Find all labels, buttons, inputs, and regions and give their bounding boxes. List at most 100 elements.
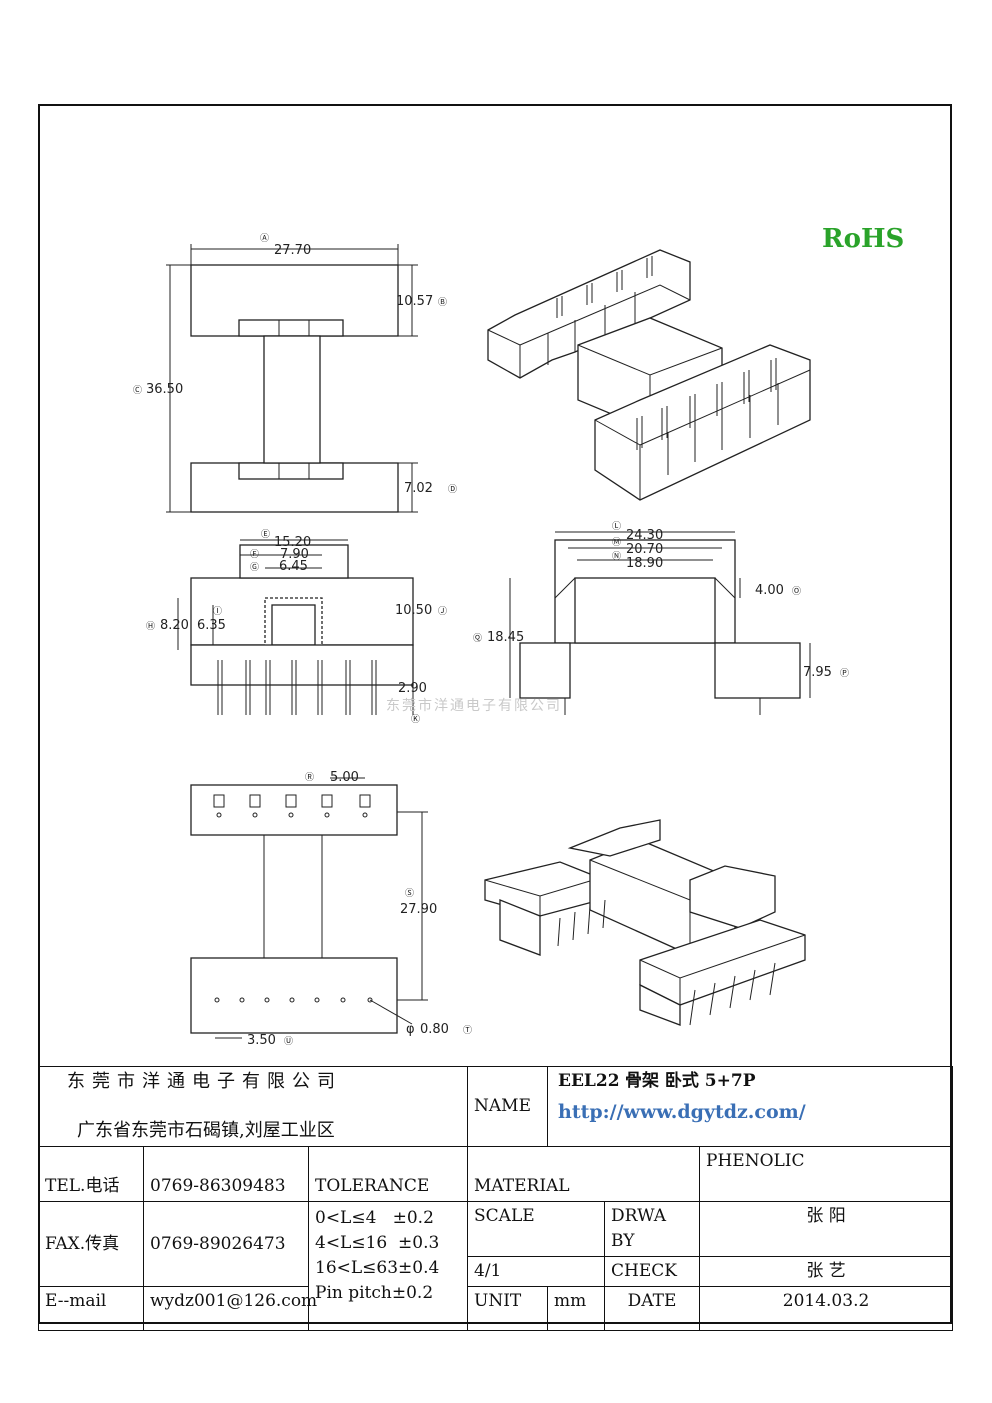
email-label-cell: E--mail bbox=[38, 1286, 144, 1331]
label-c: Ⓒ bbox=[133, 385, 142, 396]
dim-j-value: 10.50 bbox=[395, 603, 432, 618]
dim-k-value: 2.90 bbox=[398, 681, 427, 696]
label-t: Ⓣ bbox=[463, 1025, 472, 1036]
scale-value: 4/1 bbox=[474, 1261, 502, 1281]
technical-drawing: Ⓐ 27.70 10.57 Ⓑ Ⓒ 36.50 7.02 Ⓓ bbox=[133, 233, 849, 1048]
tolerance-row: 16<L≤63±0.4 bbox=[315, 1258, 440, 1278]
check-label-cell: CHECK bbox=[604, 1256, 701, 1287]
scale-label: SCALE bbox=[474, 1206, 535, 1226]
dim-n-value: 18.90 bbox=[626, 556, 663, 571]
unit-value-cell: mm bbox=[547, 1286, 606, 1331]
dim-d-value: 7.02 bbox=[404, 481, 433, 496]
side-view-left bbox=[177, 539, 414, 715]
label-f: Ⓕ bbox=[250, 549, 259, 560]
dim-i-value: 6.35 bbox=[197, 618, 226, 633]
tolerance-label-cell: TOLERANCE bbox=[307, 1146, 469, 1202]
end-view-right bbox=[509, 531, 811, 715]
bottom-view bbox=[190, 777, 428, 1039]
label-a: Ⓐ bbox=[260, 233, 269, 244]
date-value: 2014.03.2 bbox=[782, 1291, 870, 1311]
date-label: DATE bbox=[627, 1291, 677, 1311]
dim-f-value: 7.90 bbox=[280, 547, 309, 562]
drawn-label-line2: BY bbox=[611, 1231, 635, 1251]
material-label: MATERIAL bbox=[474, 1176, 570, 1196]
tolerance-row: 0<L≤4 ±0.2 bbox=[315, 1208, 434, 1228]
label-h: Ⓗ bbox=[146, 621, 155, 632]
name-value-cell: EEL22 骨架 卧式 5+7P http://www.dgytdz.com/ bbox=[547, 1066, 954, 1147]
fax-label-cell: FAX.传真 bbox=[38, 1201, 144, 1287]
dim-r-value: 5.00 bbox=[330, 770, 359, 785]
label-o: Ⓞ bbox=[792, 586, 801, 597]
date-value-cell: 2014.03.2 bbox=[699, 1286, 954, 1331]
tel-label-cell: TEL.电话 bbox=[38, 1146, 144, 1202]
dim-o-value: 4.00 bbox=[755, 583, 784, 598]
label-q: Ⓠ bbox=[473, 633, 482, 644]
fax-value: 0769-89026473 bbox=[150, 1233, 286, 1254]
unit-label-cell: UNIT bbox=[467, 1286, 549, 1331]
scale-label-cell: SCALE bbox=[467, 1201, 606, 1257]
website-link[interactable]: http://www.dgytdz.com/ bbox=[558, 1101, 806, 1123]
unit-label: UNIT bbox=[474, 1291, 522, 1311]
label-d: Ⓓ bbox=[448, 484, 457, 495]
drawn-value-cell: 张 阳 bbox=[699, 1201, 954, 1257]
dim-c-value: 36.50 bbox=[146, 382, 183, 397]
top-view bbox=[166, 244, 418, 513]
label-u: Ⓤ bbox=[284, 1036, 293, 1047]
email-value-cell: wydz001@126.com bbox=[143, 1286, 317, 1331]
company-cell: 东莞市洋通电子有限公司 广东省东莞市石碣镇,刘屋工业区 bbox=[37, 1066, 469, 1147]
tolerance-row: 4<L≤16 ±0.3 bbox=[315, 1233, 440, 1253]
dim-m-value: 20.70 bbox=[626, 542, 663, 557]
dim-u-value: 3.50 bbox=[247, 1033, 276, 1048]
label-j: Ⓙ bbox=[438, 606, 447, 617]
tolerance-row: Pin pitch±0.2 bbox=[315, 1283, 434, 1303]
dim-q-value: 18.45 bbox=[487, 630, 524, 645]
label-i: Ⓘ bbox=[213, 606, 222, 617]
email-value[interactable]: wydz001@126.com bbox=[150, 1291, 318, 1311]
label-m: Ⓜ bbox=[612, 537, 621, 548]
label-g: Ⓖ bbox=[250, 562, 259, 573]
label-n: Ⓝ bbox=[612, 551, 621, 562]
tel-label: TEL.电话 bbox=[45, 1176, 120, 1196]
dim-b-value: 10.57 bbox=[396, 294, 433, 309]
dim-t-prefix: φ bbox=[406, 1022, 415, 1037]
unit-value: mm bbox=[554, 1291, 587, 1311]
drawn-value: 张 阳 bbox=[806, 1206, 846, 1226]
scale-value-cell: 4/1 bbox=[467, 1256, 606, 1287]
fax-value-cell: 0769-89026473 bbox=[143, 1201, 309, 1287]
name-label: NAME bbox=[474, 1096, 531, 1116]
material-value: PHENOLIC bbox=[706, 1151, 805, 1171]
drawn-label-line1: DRWA bbox=[611, 1206, 666, 1226]
dim-a-value: 27.70 bbox=[274, 243, 311, 258]
dim-p-value: 7.95 bbox=[803, 665, 832, 680]
email-label: E--mail bbox=[45, 1291, 107, 1311]
dim-e-value: 15.20 bbox=[274, 535, 311, 550]
part-description: 骨架 卧式 5+7P bbox=[624, 1071, 756, 1091]
label-s: Ⓢ bbox=[405, 888, 414, 899]
watermark: 东莞市洋通电子有限公司 bbox=[386, 698, 562, 714]
tel-value-cell: 0769-86309483 bbox=[143, 1146, 309, 1202]
material-label-cell: MATERIAL bbox=[467, 1146, 701, 1202]
label-e: Ⓔ bbox=[261, 529, 270, 540]
company-address: 广东省东莞市石碣镇,刘屋工业区 bbox=[77, 1120, 335, 1141]
tolerance-values-cell: 0<L≤4 ±0.2 4<L≤16 ±0.3 16<L≤63±0.4 Pin p… bbox=[307, 1201, 469, 1331]
material-value-cell: PHENOLIC bbox=[699, 1146, 954, 1202]
label-k: Ⓚ bbox=[411, 714, 420, 725]
company-name: 东莞市洋通电子有限公司 bbox=[67, 1071, 342, 1092]
label-p: Ⓟ bbox=[840, 668, 849, 679]
isometric-view-top bbox=[487, 249, 811, 501]
label-b: Ⓑ bbox=[438, 297, 447, 308]
label-l: Ⓛ bbox=[612, 521, 621, 532]
dim-h-value: 8.20 bbox=[160, 618, 189, 633]
part-number: EEL22 bbox=[558, 1071, 620, 1091]
isometric-view-bottom bbox=[484, 819, 806, 1026]
rohs-mark: RoHS bbox=[822, 224, 905, 254]
check-label: CHECK bbox=[611, 1261, 677, 1281]
tel-value: 0769-86309483 bbox=[150, 1176, 286, 1196]
title-block: 东莞市洋通电子有限公司 广东省东莞市石碣镇,刘屋工业区 NAME EEL22 骨… bbox=[37, 1066, 954, 1331]
check-value-cell: 张 艺 bbox=[699, 1256, 954, 1287]
drawn-label-cell: DRWA BY bbox=[604, 1201, 701, 1257]
dim-s-value: 27.90 bbox=[400, 902, 437, 917]
dim-l-value: 24.30 bbox=[626, 528, 663, 543]
label-r: Ⓡ bbox=[305, 772, 314, 783]
check-value: 张 艺 bbox=[806, 1261, 846, 1281]
